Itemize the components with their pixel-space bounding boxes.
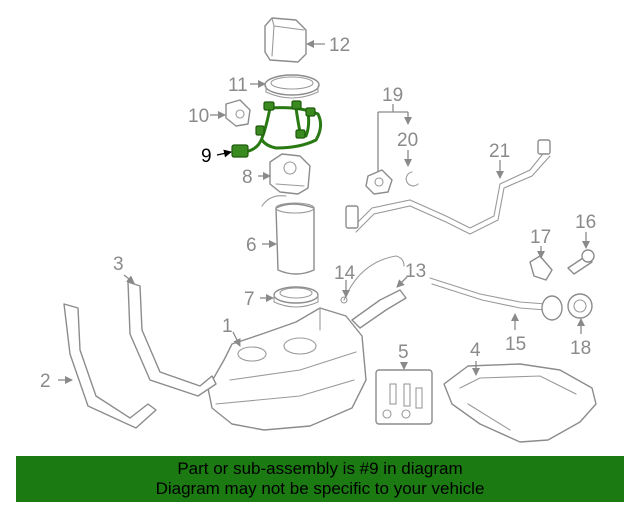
info-banner: Part or sub-assembly is #9 in diagram Di… — [16, 456, 624, 502]
part-15-filler-neck — [429, 277, 563, 321]
part-20-ring-clip — [405, 171, 419, 187]
callout-4: 4 — [470, 340, 481, 361]
callout-9: 9 — [201, 146, 212, 167]
part-3-strap — [127, 281, 217, 397]
callout-20: 20 — [397, 130, 418, 151]
part-17-clip — [529, 255, 553, 281]
part-10-clip — [225, 99, 251, 127]
part-2-strap — [63, 303, 157, 429]
callout-18: 18 — [570, 338, 591, 359]
part-12-cover — [264, 17, 307, 63]
callout-3: 3 — [113, 254, 124, 275]
part-11-lock-ring — [264, 74, 320, 99]
callout-2: 2 — [40, 371, 51, 392]
callout-19: 19 — [382, 85, 403, 106]
callout-12: 12 — [329, 35, 350, 56]
banner-line-2: Diagram may not be specific to your vehi… — [155, 479, 485, 498]
part-19-sender — [365, 169, 393, 195]
part-7-seal-ring — [273, 286, 319, 308]
part-18-cap — [567, 293, 593, 319]
callout-5: 5 — [398, 342, 409, 363]
callout-14: 14 — [334, 263, 356, 284]
callout-21: 21 — [489, 141, 510, 162]
callout-16: 16 — [575, 212, 596, 233]
callout-7: 7 — [244, 289, 255, 310]
callout-1: 1 — [222, 316, 233, 337]
callout-13: 13 — [405, 261, 426, 282]
part-1-fuel-tank — [207, 307, 367, 431]
callout-17: 17 — [530, 227, 551, 248]
callout-8: 8 — [242, 167, 253, 188]
callout-11: 11 — [228, 75, 248, 96]
callout-15: 15 — [505, 334, 526, 355]
parts-diagram: 12 11 10 9 8 6 7 1 2 3 4 5 13 14 15 16 1… — [40, 17, 597, 443]
callout-6: 6 — [246, 235, 257, 256]
part-5-bolt-kit — [375, 369, 433, 425]
part-9-wiring-harness — [231, 100, 323, 158]
part-4-heat-shield — [443, 363, 597, 443]
leader-lines — [58, 40, 590, 384]
callout-10: 10 — [188, 106, 209, 127]
part-13-hose — [351, 289, 407, 329]
part-8-pump-head — [269, 153, 311, 195]
part-21-vent-line — [345, 139, 551, 235]
part-16-bolt — [567, 249, 595, 275]
banner-line-1: Part or sub-assembly is #9 in diagram — [177, 459, 463, 478]
callouts: 12 11 10 9 8 6 7 1 2 3 4 5 13 14 15 16 1… — [40, 35, 596, 392]
part-6-filter — [261, 195, 315, 275]
